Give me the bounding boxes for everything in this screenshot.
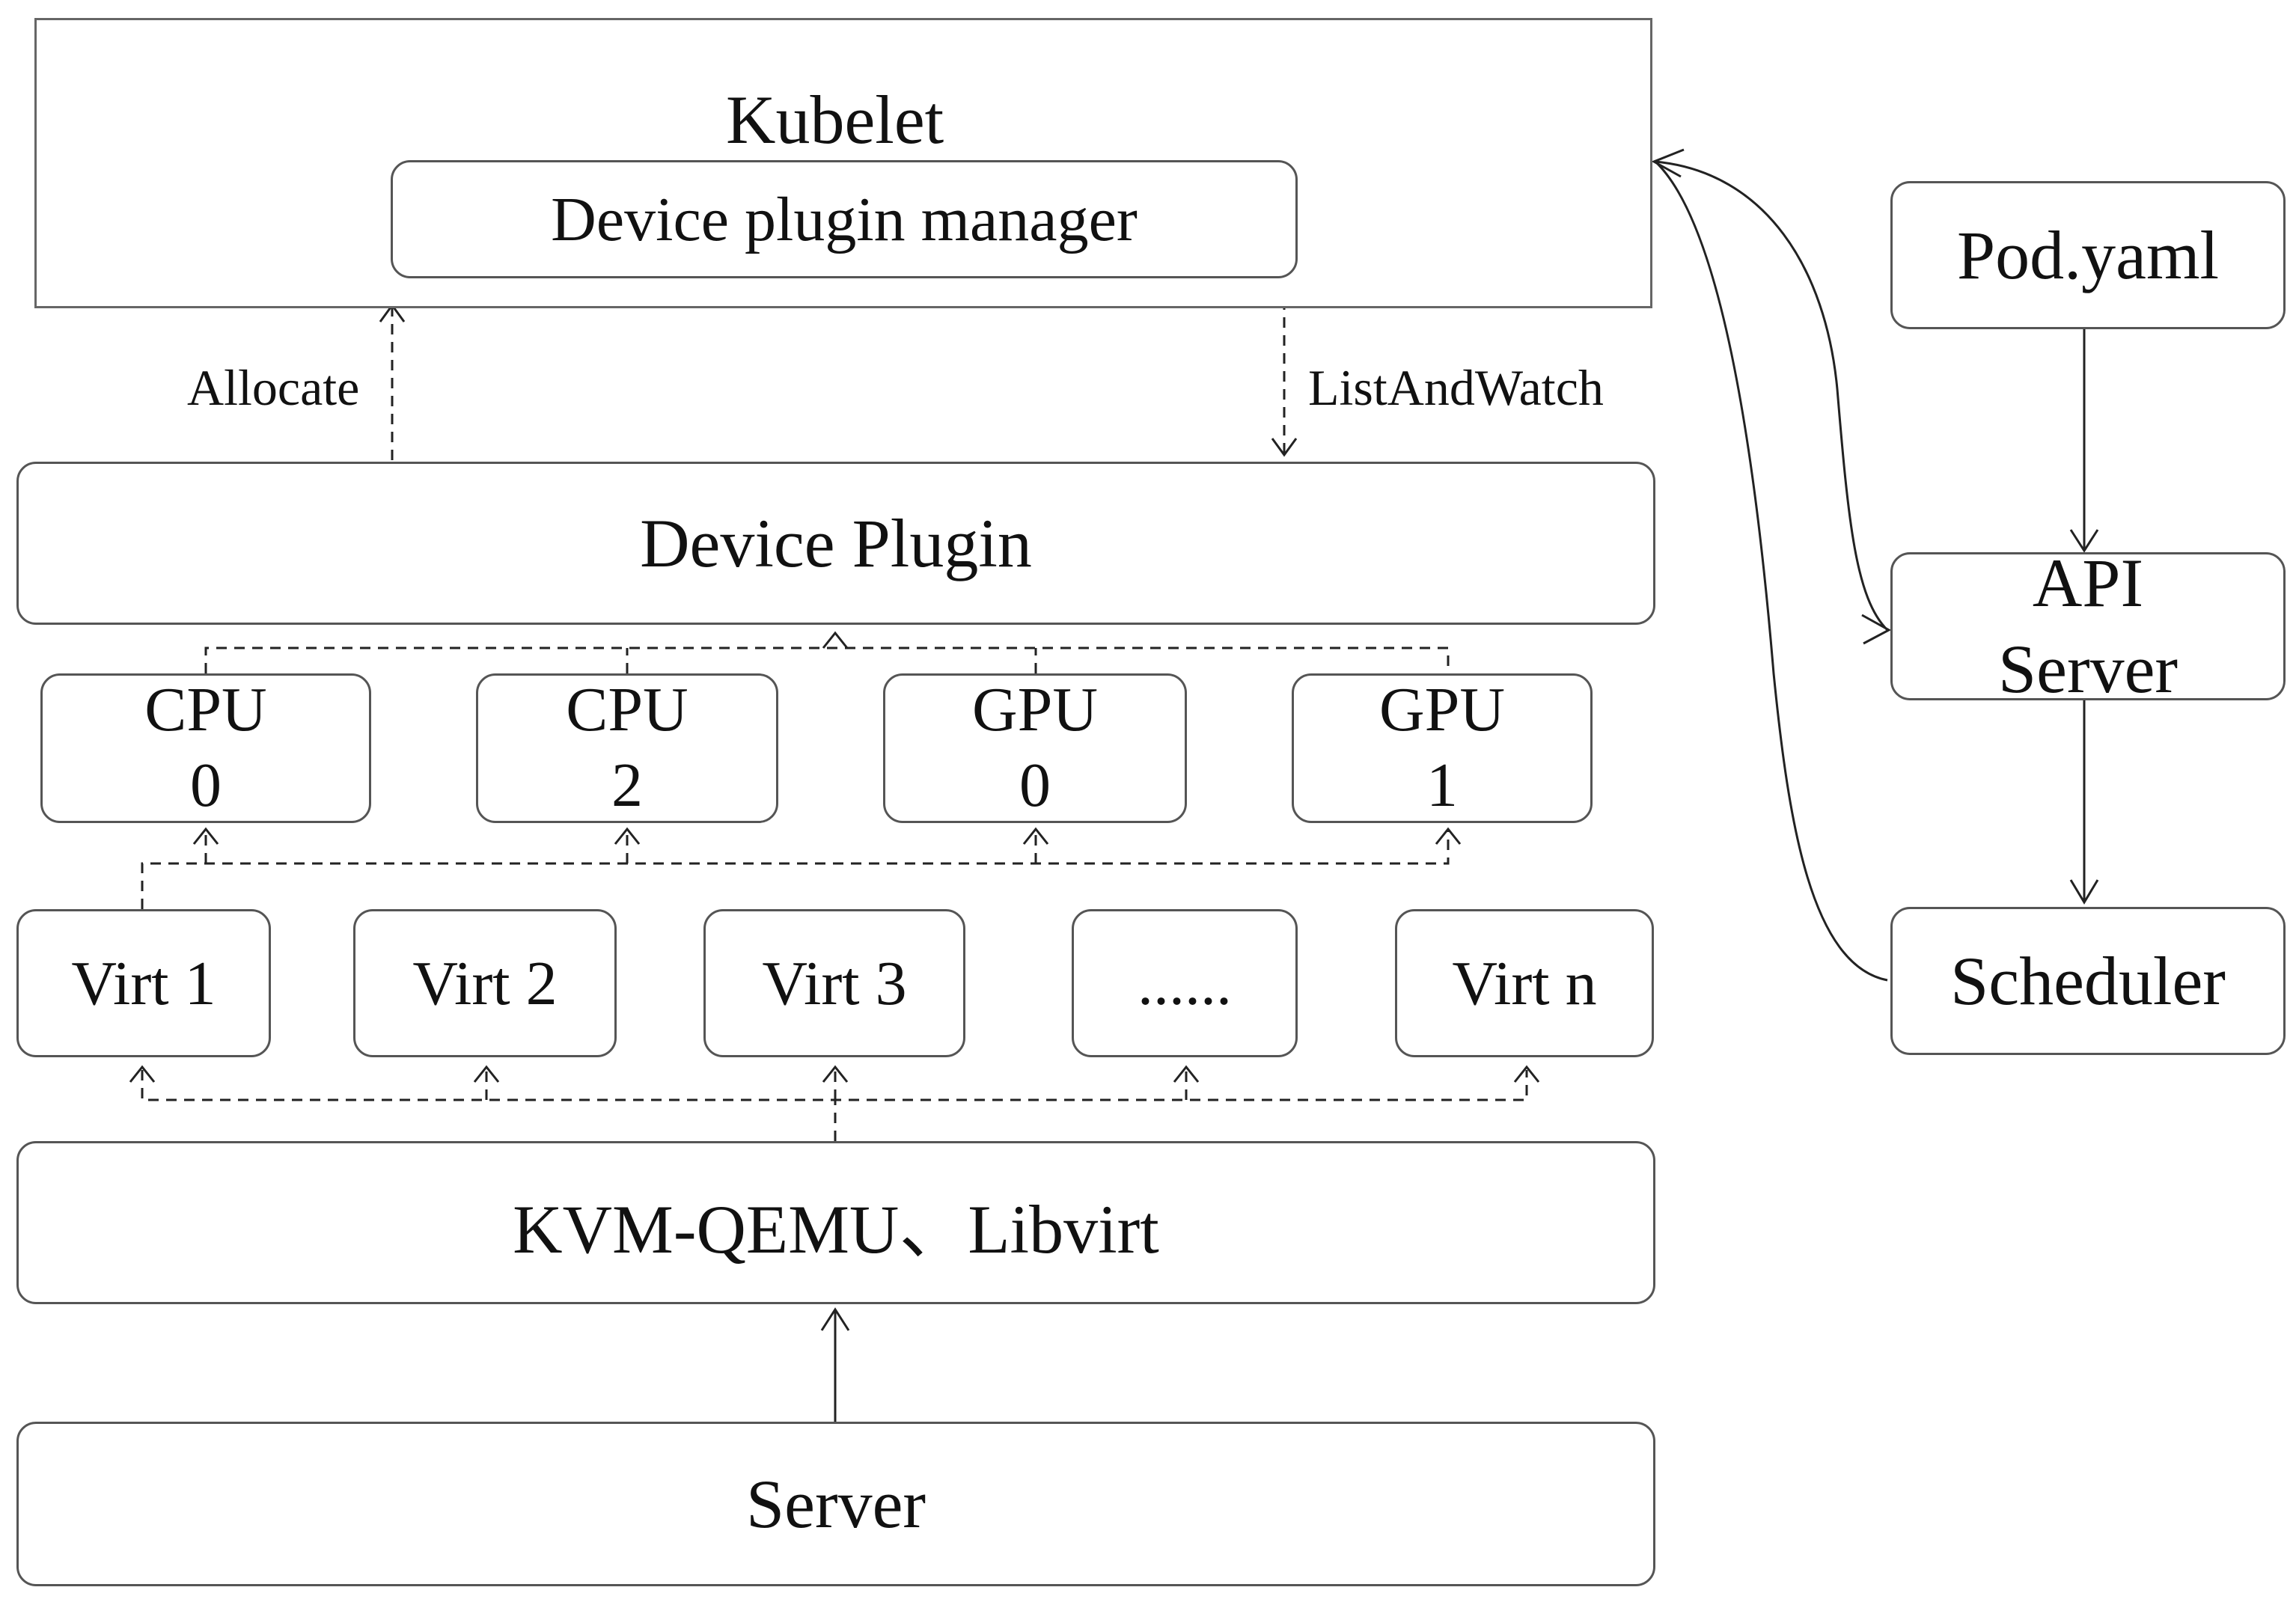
scheduler-kubelet-arrowhead [1651,148,1685,178]
device-bus-arrowhead [822,631,849,649]
virt-2: Virt 2 [353,909,617,1057]
virt-device-arrowheads [192,827,1462,845]
kubelet-title: Kubelet [726,82,944,158]
virt-device-bus [141,831,1450,909]
device-name: GPU [1378,675,1506,745]
device-bus [204,646,1450,673]
api-server-line2: Server [1997,631,2179,707]
hypervisor-virt-bus [141,1070,1528,1141]
listandwatch-label: ListAndWatch [1308,359,1604,416]
scheduler-box: Scheduler [1890,907,2286,1055]
virt-n: Virt n [1395,909,1654,1057]
virt-ellipsis: ...... [1072,909,1298,1057]
device-plugin-manager: Device plugin manager [391,160,1298,278]
virt-1: Virt 1 [16,909,271,1057]
device-index: 0 [190,750,222,820]
scheduler-kubelet-curve [1654,160,1888,982]
device-plugin-box: Device Plugin [16,462,1655,625]
device-name: GPU [971,675,1099,745]
api-server-box: API Server [1890,545,2286,707]
kubelet-api-arrowhead [1861,614,1892,645]
listandwatch-arrowhead [1271,438,1298,457]
device-name: CPU [566,675,689,745]
api-scheduler-arrowhead [2069,879,2099,905]
server-hypervisor-arrowhead [820,1307,850,1331]
pod-api-arrowhead [2069,529,2099,553]
server-box: Server [16,1422,1655,1586]
device-index: 1 [1426,750,1458,820]
pod-yaml-box: Pod.yaml [1890,181,2286,329]
allocate-label: Allocate [187,359,360,416]
kubelet-api-curve [1655,160,1889,632]
device-index: 2 [611,750,643,820]
device-name: CPU [144,675,267,745]
device-index: 0 [1019,750,1051,820]
api-server-line1: API [2032,545,2144,621]
hypervisor-virt-arrowheads [129,1065,1540,1083]
hypervisor-box: KVM-QEMU、Libvirt [16,1141,1655,1304]
virt-3: Virt 3 [703,909,965,1057]
